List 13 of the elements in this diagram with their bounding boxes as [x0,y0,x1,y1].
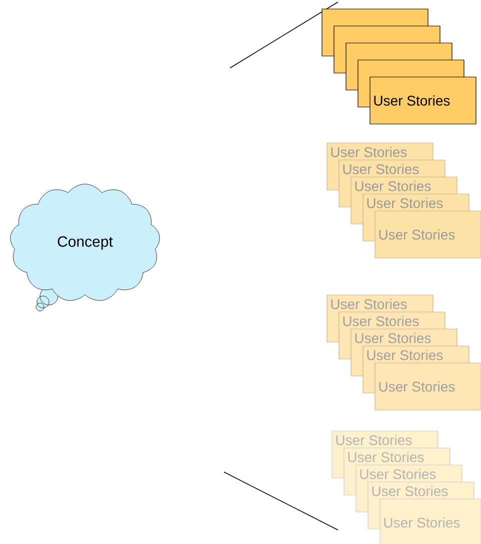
thought-cloud: Concept [10,184,160,301]
node-label: User Stories [331,146,407,158]
node-label: User Stories [343,164,419,174]
node-label: User Stories [360,468,436,480]
node-label: User Stories [355,332,431,344]
node-label: User Stories [343,316,419,326]
node-label: User Stories [372,486,448,496]
node-label: User Stories [355,180,431,192]
node-label: User Stories [348,452,424,462]
node-label: User Stories [367,350,443,360]
node-label: User Stories [336,434,412,446]
node-label: User Stories [367,198,443,208]
node-label: User Stories [331,298,407,310]
